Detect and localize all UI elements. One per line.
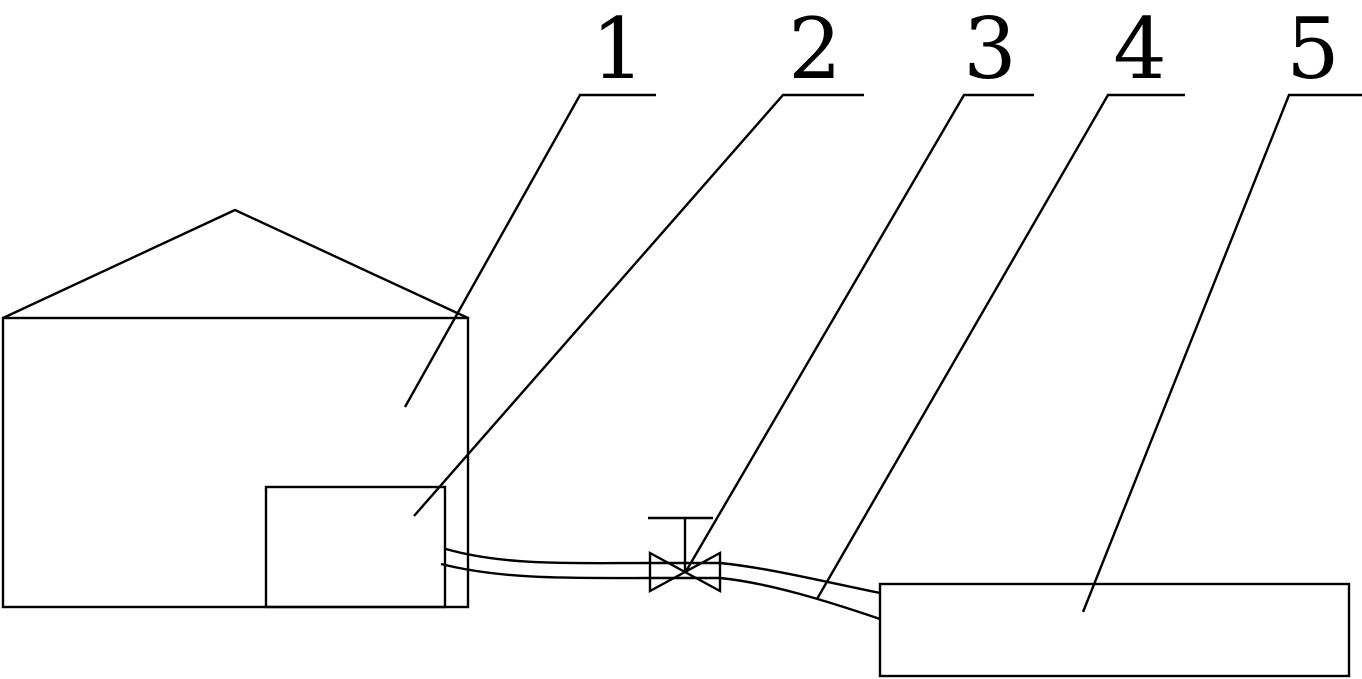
valve [648, 516, 722, 594]
pipe-lower-line [440, 562, 881, 621]
inner-unit [264, 485, 447, 609]
valve-body [648, 550, 722, 594]
leader-line-5 [1081, 93, 1362, 613]
leader-lines [403, 93, 1362, 613]
part-numbers: 1 2 3 4 5 [591, 0, 1339, 98]
label-1: 1 [591, 0, 644, 98]
leader-line-3 [683, 93, 1034, 574]
building-walls [1, 316, 470, 609]
building-roof [2, 208, 469, 320]
label-4: 4 [1113, 0, 1166, 98]
label-2: 2 [788, 0, 841, 98]
pipe-upper-line [445, 547, 881, 595]
building [1, 208, 470, 609]
leader-line-1 [403, 93, 656, 408]
label-3: 3 [963, 0, 1016, 98]
leader-line-2 [413, 93, 864, 517]
leader-line-4 [815, 93, 1185, 600]
tank [878, 582, 1351, 678]
label-5: 5 [1286, 0, 1339, 98]
